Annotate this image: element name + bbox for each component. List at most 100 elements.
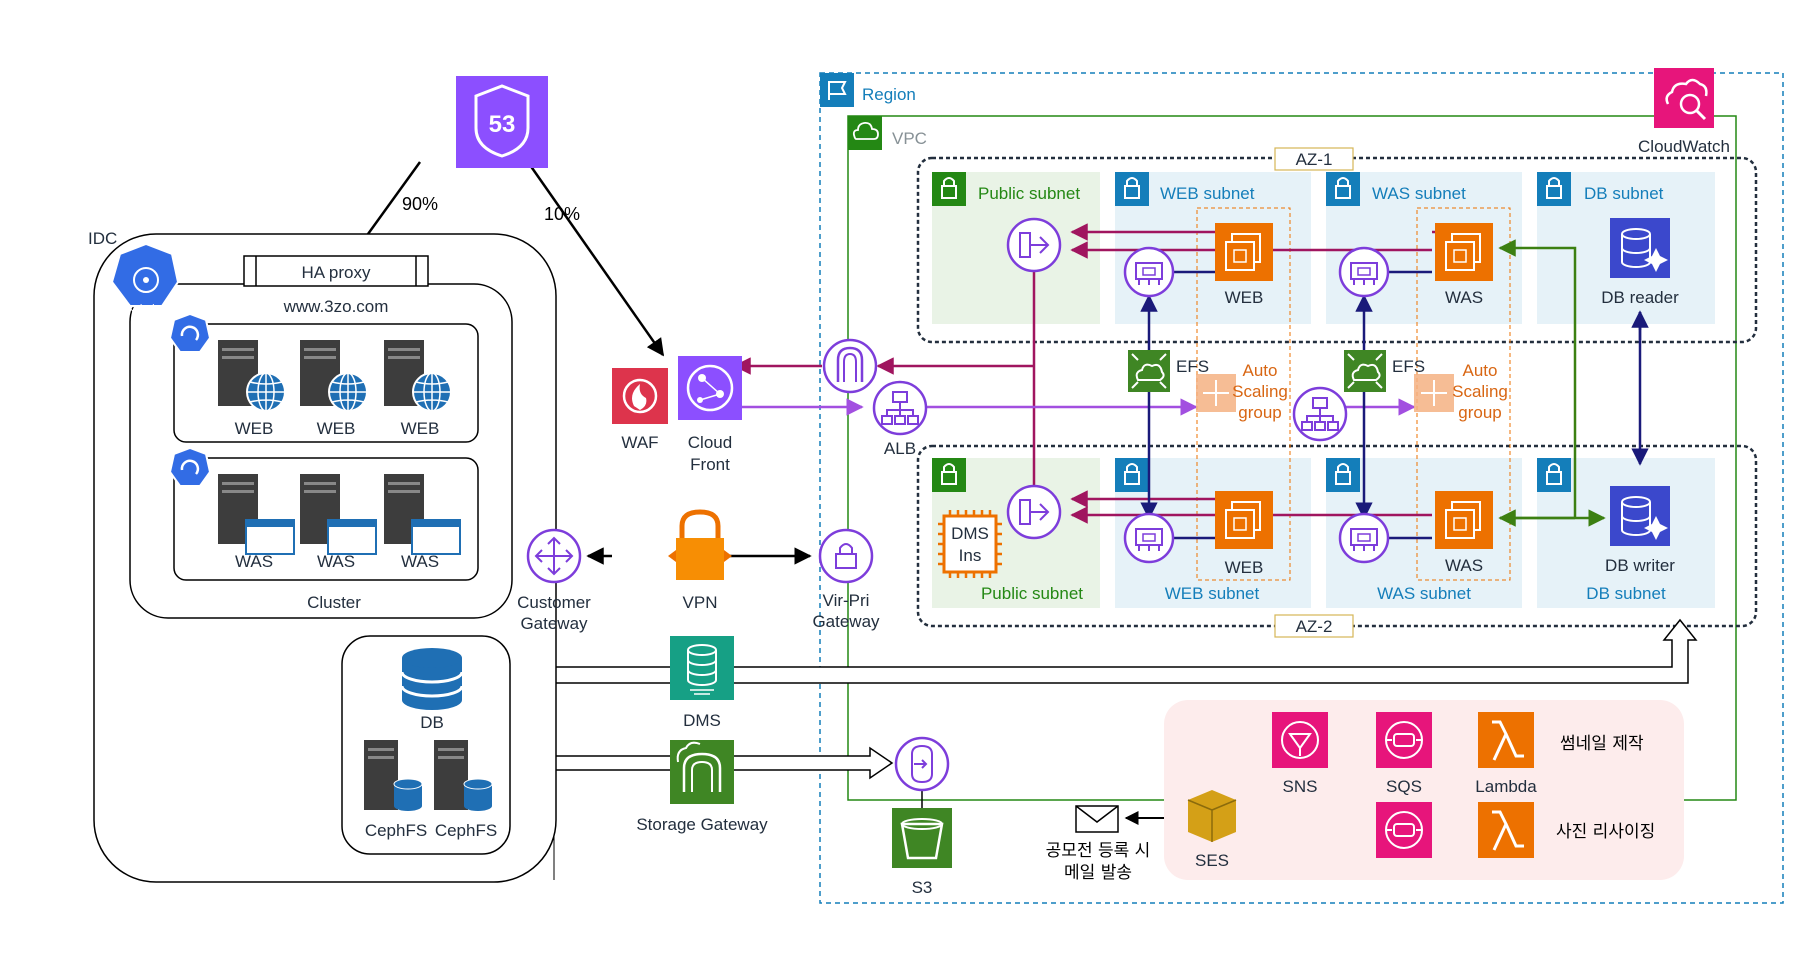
kubelet-icon: kubelet [110, 242, 180, 315]
eni-icon[interactable] [1123, 512, 1175, 564]
cephfs-icon [364, 740, 423, 811]
dms-ins-label: Ins [959, 546, 982, 565]
eni-icon[interactable] [1338, 512, 1390, 564]
cloudfront-label: Cloud [688, 433, 732, 452]
waf-icon[interactable] [612, 368, 668, 424]
traffic-split-cloud: 10% [544, 204, 580, 224]
mail-label: 공모전 등록 시 [1046, 841, 1151, 861]
internet-gateway-icon[interactable] [822, 338, 878, 394]
idc-title: IDC [88, 229, 117, 248]
idc-was-label: WAS [401, 552, 439, 571]
dms-service-icon[interactable] [670, 636, 734, 700]
idc-was-label: WAS [235, 552, 273, 571]
dms-instance-icon[interactable]: DMS Ins [938, 510, 1002, 578]
region-title: Region [862, 85, 916, 104]
s3-endpoint-icon[interactable] [894, 736, 950, 792]
ses-label: SES [1195, 851, 1229, 870]
ec2-icon[interactable] [1215, 491, 1273, 549]
lambda-icon[interactable] [1478, 712, 1534, 768]
server-globe-icon [384, 340, 452, 412]
web-subnet-az1-label: WEB subnet [1160, 184, 1255, 203]
db-writer-icon[interactable] [1610, 486, 1670, 546]
asg-label: Scaling [1452, 382, 1508, 401]
ec2-icon[interactable] [1435, 491, 1493, 549]
replicaset-icon [168, 312, 212, 353]
vpn-icon[interactable] [668, 509, 732, 580]
cloudwatch-icon[interactable] [1654, 68, 1714, 128]
sqs-label: SQS [1386, 777, 1422, 796]
cephfs-label: CephFS [435, 821, 497, 840]
eni-icons [1123, 246, 1390, 564]
cloudfront-icon[interactable] [678, 356, 742, 420]
auto-scaling-icon [1196, 374, 1236, 412]
s3-label: S3 [912, 878, 933, 897]
was-instance-label: WAS [1445, 556, 1483, 575]
internal-alb-icon[interactable] [1292, 386, 1348, 442]
web-subnet-az2: WEB subnet [1115, 458, 1311, 608]
web-subnet-az2-label: WEB subnet [1165, 584, 1260, 603]
eni-icon[interactable] [1338, 246, 1390, 298]
efs-label: EFS [1392, 357, 1425, 376]
az1-group: AZ-1 [916, 147, 1758, 344]
db-reader-label: DB reader [1601, 288, 1679, 307]
dms-service-label: DMS [683, 711, 721, 730]
cephfs-icon [434, 740, 493, 811]
cloudfront-label: Front [690, 455, 730, 474]
idc-was-label: WAS [317, 552, 355, 571]
cloudwatch-label: CloudWatch [1638, 137, 1730, 156]
server-window-icon [384, 474, 461, 555]
db-subnet-az1-label: DB subnet [1584, 184, 1664, 203]
mail-label: 메일 발송 [1064, 863, 1132, 883]
asg-label: Scaling [1232, 382, 1288, 401]
sns-label: SNS [1283, 777, 1318, 796]
ec2-instances [1215, 223, 1493, 549]
idc-web-label: WEB [235, 419, 274, 438]
ec2-icon[interactable] [1435, 223, 1493, 281]
efs-icon[interactable] [1344, 350, 1386, 392]
asg-label: Auto [1463, 361, 1498, 380]
traffic-split-idc: 90% [402, 194, 438, 214]
asg-label: group [1238, 403, 1281, 422]
nlb-icon-az2[interactable] [1006, 484, 1062, 540]
server-globe-icon [218, 340, 286, 412]
ha-proxy-label: HA proxy [302, 263, 371, 282]
thumbnail-label: 썸네일 제작 [1560, 734, 1644, 754]
server-window-icon [218, 474, 295, 555]
lambda-label: Lambda [1475, 777, 1537, 796]
vpn-label: VPN [683, 593, 718, 612]
auto-scaling-icon [1414, 374, 1454, 412]
server-window-icon [300, 474, 377, 555]
alb-icon[interactable] [872, 380, 928, 436]
sqs-icon[interactable] [1376, 802, 1432, 858]
was-subnet-az2-label: WAS subnet [1377, 584, 1471, 603]
web-instance-label: WEB [1225, 558, 1264, 577]
storage-gateway-icon[interactable] [670, 740, 734, 804]
nlb-icon-az1[interactable] [1006, 217, 1062, 273]
s3-icon[interactable] [892, 808, 952, 868]
cluster-label: Cluster [307, 593, 361, 612]
cephfs-label: CephFS [365, 821, 427, 840]
sns-icon[interactable] [1272, 712, 1328, 768]
idc-db-icon [400, 648, 464, 710]
route53-badge: 53 [489, 111, 516, 138]
ses-icon[interactable] [1187, 790, 1237, 842]
db-reader-icon[interactable] [1610, 218, 1670, 278]
idc-db-label: DB [420, 713, 444, 732]
db-writer-label: DB writer [1605, 556, 1675, 575]
ec2-icon[interactable] [1215, 223, 1273, 281]
route53-icon[interactable]: 53 [456, 76, 548, 168]
az2-group: AZ-2 [916, 444, 1758, 638]
idc-was-servers [218, 474, 461, 555]
efs-label: EFS [1176, 357, 1209, 376]
idc-web-label: WEB [317, 419, 356, 438]
vpg-icon[interactable] [818, 528, 874, 584]
storage-gateway-label: Storage Gateway [636, 815, 768, 834]
efs-icon[interactable] [1128, 350, 1170, 392]
vpg-label: Vir-Pri [823, 591, 870, 610]
customer-gateway-icon[interactable] [526, 528, 582, 584]
sqs-icon[interactable] [1376, 712, 1432, 768]
db-subnet-az2-label: DB subnet [1586, 584, 1666, 603]
asg-label: group [1458, 403, 1501, 422]
lambda-icon[interactable] [1478, 802, 1534, 858]
eni-icon[interactable] [1123, 246, 1175, 298]
